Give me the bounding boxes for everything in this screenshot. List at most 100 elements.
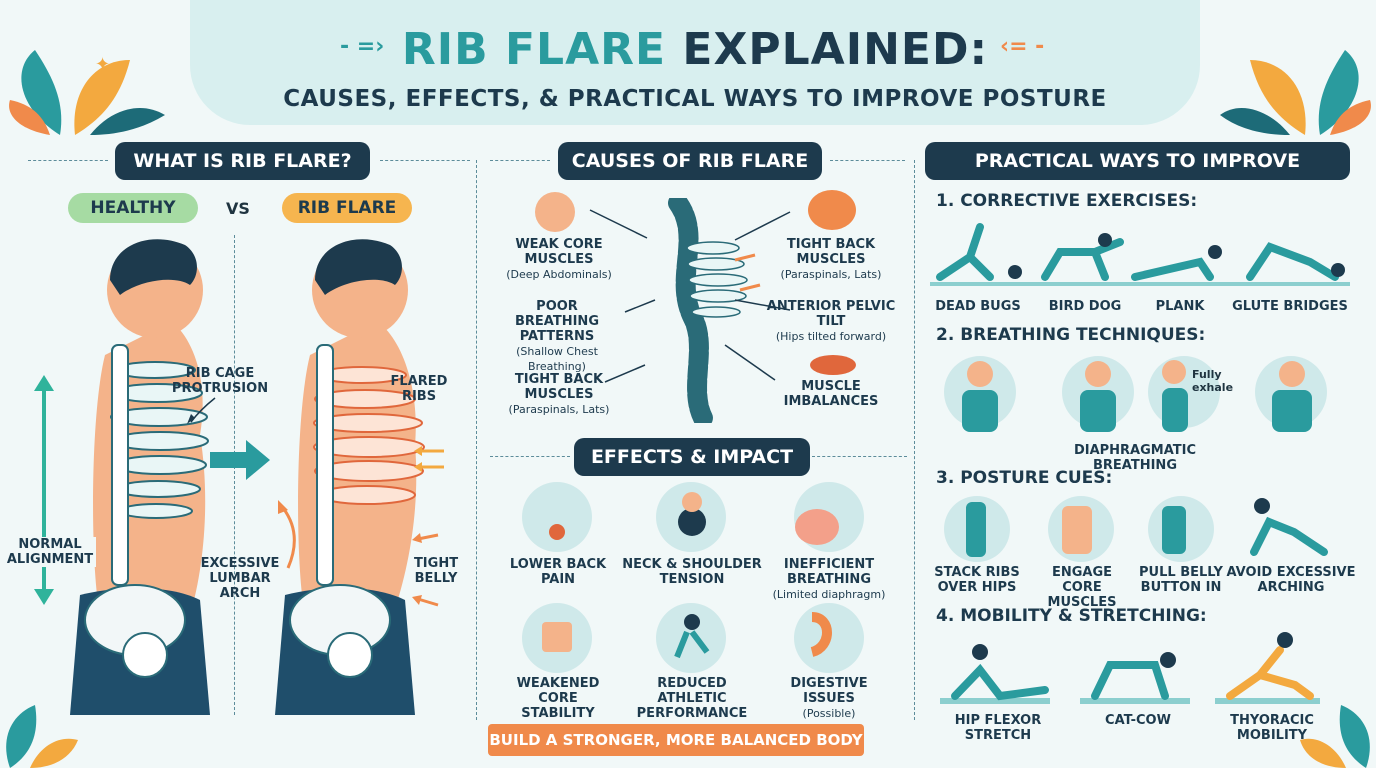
transition-arrow (210, 440, 270, 480)
anterior-tilt-label: ANTERIOR PELVIC TILT (Hips tilted forwar… (766, 299, 896, 344)
weak-core-text: WEAK CORE MUSCLES (515, 237, 603, 267)
practical-heading: PRACTICAL WAYS TO IMPROVE POSTURE (925, 142, 1350, 210)
divider-effects (490, 456, 570, 457)
tight-back-left-text: TIGHT BACK MUSCLES (514, 372, 604, 402)
mobility-heading: 4. MOBILITY & STRETCHING: (936, 606, 1207, 626)
tight-belly-label: TIGHT BELLY (413, 556, 459, 586)
cue-pull-belly: PULL BELLY BUTTON IN (1139, 565, 1223, 595)
divider-left (28, 160, 108, 161)
causes-arrows (589, 209, 791, 383)
effect-breathing: INEFFICIENT BREATHING (Limited diaphragm… (764, 557, 894, 602)
poor-breathing-sub: (Shallow Chest Breathing) (516, 345, 598, 373)
exercise-glute-bridges: GLUTE BRIDGES (1232, 299, 1348, 314)
fully-exhale-label: Fully exhale (1192, 368, 1234, 394)
rib-cage-protrusion-label: RIB CAGE PROTRUSION (171, 366, 269, 396)
effect-1-label: NECK & SHOULDER TENSION (622, 557, 762, 587)
causes-heading: CAUSES OF RIB FLARE (558, 142, 822, 180)
title-dash-left: - =› (340, 34, 385, 59)
page-title: RIB FLARE EXPLAINED: (190, 26, 1200, 74)
lumbar-arch-arrow (278, 500, 296, 569)
stretch-illustrations (940, 632, 1320, 704)
tight-back-right-text: TIGHT BACK MUSCLES (786, 237, 876, 267)
leaf-decoration-bottom-right (1300, 705, 1370, 768)
title-part1: RIB FLARE (401, 24, 667, 75)
comparison-divider (234, 235, 235, 715)
excessive-lumbar-label: EXCESSIVE LUMBAR ARCH (200, 556, 280, 601)
breathing-heading: 2. BREATHING TECHNIQUES: (936, 325, 1206, 345)
effect-3-label: WEAKENED CORE STABILITY (516, 676, 600, 721)
effect-digestive: DIGESTIVE ISSUES (Possible) (764, 676, 894, 721)
stretch-hip-flexor: HIP FLEXOR STRETCH (954, 713, 1042, 743)
effect-2-sub: (Limited diaphragm) (772, 588, 886, 601)
tight-back-icon (808, 190, 856, 230)
vertical-divider-2 (914, 160, 915, 720)
vertical-divider-1 (476, 160, 477, 720)
effects-icon-marks (542, 492, 839, 659)
diaphragmatic-label: DIAPHRAGMATIC BREATHING (1073, 443, 1197, 473)
exercise-plank: PLANK (1155, 299, 1205, 314)
weak-core-label: WEAK CORE MUSCLES (Deep Abdominals) (494, 237, 624, 282)
cue-stack-ribs: STACK RIBS OVER HIPS (934, 565, 1020, 595)
divider-left-2 (380, 160, 470, 161)
tight-belly-arrows (412, 533, 439, 607)
spine-illustration (668, 198, 748, 423)
effect-neck-shoulder: NECK & SHOULDER TENSION (622, 557, 762, 587)
tight-back-left-label: TIGHT BACK MUSCLES (Paraspinals, Lats) (494, 372, 624, 417)
healthy-figure-illustration (70, 239, 210, 715)
effects-heading: EFFECTS & IMPACT (574, 438, 810, 476)
tight-back-right-sub: (Paraspinals, Lats) (780, 268, 882, 281)
posture-heading: 3. POSTURE CUES: (936, 468, 1113, 488)
breathing-figures (962, 360, 1312, 432)
effect-4-label: REDUCED ATHLETIC PERFORMANCE (636, 676, 748, 721)
what-is-heading: WHAT IS RIB FLARE? (115, 142, 370, 180)
rib-flare-figure-illustration (275, 239, 425, 715)
tight-back-right-label: TIGHT BACK MUSCLES (Paraspinals, Lats) (766, 237, 896, 282)
weak-core-sub: (Deep Abdominals) (506, 268, 612, 281)
anterior-tilt-text: ANTERIOR PELVIC TILT (766, 299, 896, 329)
title-part2: EXPLAINED: (682, 24, 989, 75)
effect-0-label: LOWER BACK PAIN (509, 557, 607, 587)
effect-athletic: REDUCED ATHLETIC PERFORMANCE (622, 676, 762, 721)
title-dash-right: ‹= - (1000, 34, 1045, 59)
posture-cue-figures (966, 498, 1328, 557)
exercise-dead-bugs: DEAD BUGS (935, 299, 1021, 314)
stretch-cat-cow: CAT-COW (1105, 713, 1171, 728)
effect-lower-back: LOWER BACK PAIN (500, 557, 616, 587)
cue-avoid-arching: AVOID EXCESSIVE ARCHING (1226, 565, 1356, 595)
rib-flare-badge: RIB FLARE (282, 193, 412, 223)
effect-5-label: DIGESTIVE ISSUES (790, 676, 868, 706)
leaf-decoration-left: ✦ (9, 50, 165, 135)
leaf-decoration-right (1220, 50, 1371, 135)
divider-center-2 (830, 160, 905, 161)
flared-ribs-arrows (414, 446, 444, 472)
anterior-tilt-sub: (Hips tilted forward) (775, 330, 887, 343)
normal-alignment-arrow (34, 375, 54, 605)
cta-banner: BUILD A STRONGER, MORE BALANCED BODY (488, 724, 864, 756)
healthy-badge: HEALTHY (68, 193, 198, 223)
leaf-decoration-bottom-left (6, 705, 78, 768)
vs-label: VS (226, 199, 250, 218)
exercise-illustrations (930, 223, 1350, 286)
effect-core-stability: WEAKENED CORE STABILITY (500, 676, 616, 721)
page-subtitle: CAUSES, EFFECTS, & PRACTICAL WAYS TO IMP… (283, 86, 1107, 112)
tight-back-left-sub: (Paraspinals, Lats) (508, 403, 610, 416)
poor-breathing-text: POOR BREATHING PATTERNS (515, 299, 599, 344)
svg-text:✦: ✦ (95, 54, 110, 75)
flared-ribs-label: FLARED RIBS (390, 374, 448, 404)
muscle-imbalance-icon (810, 355, 856, 375)
effect-2-label: INEFFICIENT BREATHING (783, 557, 875, 587)
weak-core-icon (535, 192, 575, 232)
muscle-imbalances-label: MUSCLE IMBALANCES (783, 379, 879, 409)
effect-5-sub: (Possible) (802, 707, 856, 720)
cue-engage-core: ENGAGE CORE MUSCLES (1047, 565, 1117, 610)
title-banner (190, 0, 1200, 125)
normal-alignment-label: NORMAL ALIGNMENT (4, 537, 96, 567)
stretch-thoracic: THYORACIC MOBILITY (1230, 713, 1314, 743)
lower-back-pain-icon (522, 482, 592, 552)
exercise-bird-dog: BIRD DOG (1048, 299, 1122, 314)
corrective-heading: 1. CORRECTIVE EXERCISES: (936, 191, 1198, 211)
divider-center (490, 160, 550, 161)
poor-breathing-label: POOR BREATHING PATTERNS (Shallow Chest B… (492, 299, 622, 374)
divider-effects-2 (812, 456, 907, 457)
rib-cage-pointer (187, 397, 216, 424)
